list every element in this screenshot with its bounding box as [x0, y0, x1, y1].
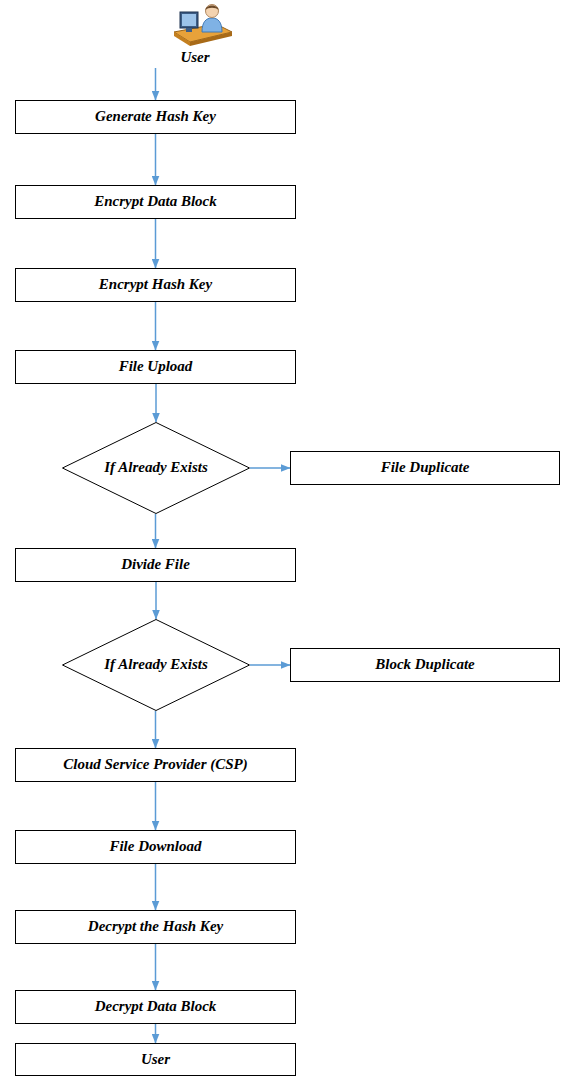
node-label: Generate Hash Key	[95, 108, 216, 125]
diamond-shape	[63, 620, 250, 711]
decision-diamond: If Already Exists	[62, 619, 250, 711]
desk-side	[174, 32, 190, 46]
flow-arrow	[155, 782, 157, 830]
process-box: File Download	[15, 830, 296, 864]
node-label: Decrypt Data Block	[95, 998, 217, 1015]
flow-arrow	[250, 467, 290, 469]
flow-arrow	[155, 944, 157, 990]
flow-arrow	[155, 864, 157, 910]
monitor-stand	[186, 28, 192, 32]
user-actor: User	[150, 0, 240, 68]
flow-arrow	[155, 68, 157, 100]
process-box: User	[15, 1043, 296, 1076]
person-body	[202, 18, 222, 32]
node-label: File Upload	[119, 358, 193, 375]
node-label: Encrypt Hash Key	[99, 276, 212, 293]
flow-arrow	[155, 582, 157, 619]
node-label: If Already Exists	[104, 459, 208, 476]
process-box: Decrypt Data Block	[15, 990, 296, 1024]
flow-arrow	[155, 514, 157, 548]
flow-arrow	[155, 302, 157, 350]
process-box: File Duplicate	[290, 451, 560, 485]
node-label: User	[141, 1051, 170, 1068]
decision-diamond: If Already Exists	[62, 422, 250, 514]
flow-arrow	[155, 711, 157, 748]
user-icon	[172, 2, 234, 48]
process-box: Encrypt Data Block	[15, 185, 296, 219]
flow-arrow	[155, 1024, 157, 1043]
flow-arrow	[155, 384, 157, 422]
desk-front	[190, 32, 232, 46]
flow-arrow	[155, 219, 157, 268]
diamond-shape	[63, 423, 250, 514]
node-label: File Duplicate	[381, 459, 470, 476]
node-label: Decrypt the Hash Key	[88, 918, 223, 935]
node-label: Cloud Service Provider (CSP)	[63, 756, 248, 773]
person-hair	[206, 6, 219, 11]
person-head	[206, 5, 219, 18]
node-label: Divide File	[121, 556, 190, 573]
flow-arrow	[250, 664, 290, 666]
node-label: File Download	[109, 838, 201, 855]
process-box: Generate Hash Key	[15, 100, 296, 134]
node-label: Encrypt Data Block	[94, 193, 217, 210]
node-label: If Already Exists	[104, 656, 208, 673]
node-label: User	[180, 49, 209, 66]
flow-arrow	[155, 134, 157, 185]
process-box: Encrypt Hash Key	[15, 268, 296, 302]
process-box: Cloud Service Provider (CSP)	[15, 748, 296, 782]
process-box: File Upload	[15, 350, 296, 384]
node-label: Block Duplicate	[375, 656, 475, 673]
monitor	[180, 12, 198, 28]
process-box: Decrypt the Hash Key	[15, 910, 296, 944]
process-box: Divide File	[15, 548, 296, 582]
process-box: Block Duplicate	[290, 648, 560, 682]
monitor-screen	[182, 14, 196, 26]
